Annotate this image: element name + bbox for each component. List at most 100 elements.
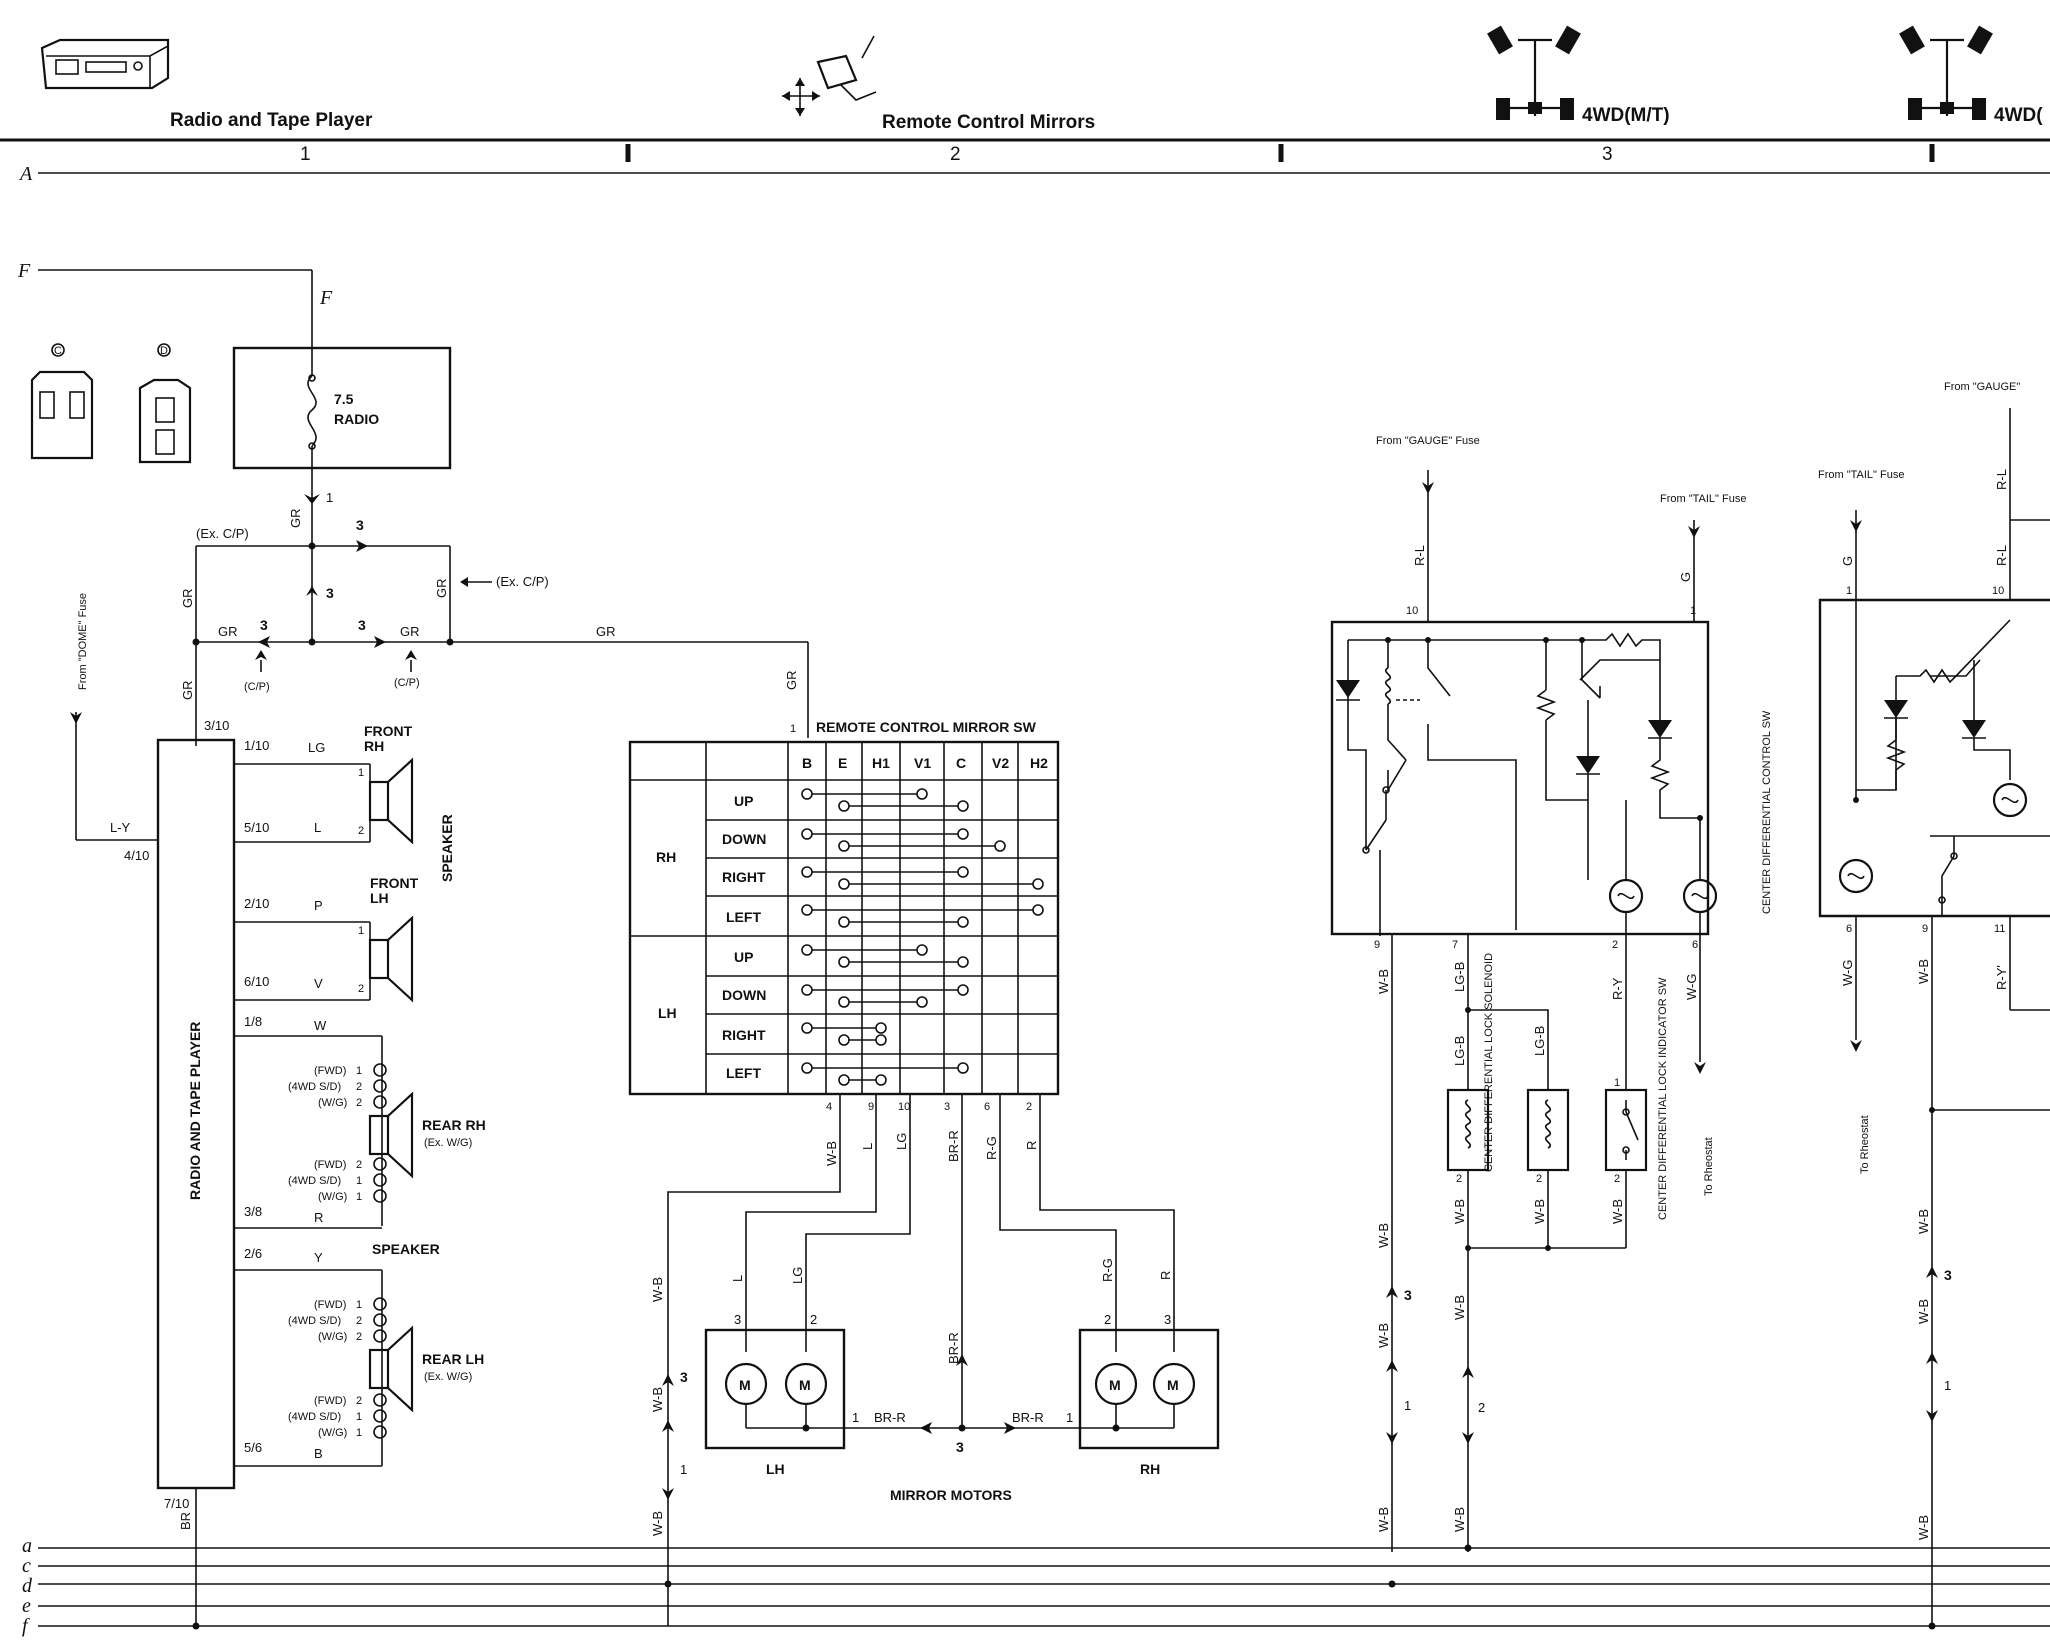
svg-text:(W/G): (W/G) [318,1191,347,1203]
svg-text:M: M [1109,1377,1121,1393]
svg-text:CENTER DIFFERENTIAL CONTROL SW: CENTER DIFFERENTIAL CONTROL SW [1761,710,1773,914]
radio-tape-player-icon [40,38,170,90]
connector-c: C [30,343,94,460]
svg-text:W-B: W-B [650,1387,665,1412]
svg-text:G: G [1678,572,1693,582]
svg-text:L: L [860,1143,875,1150]
fuse-box [232,346,452,470]
svg-text:(W/G): (W/G) [318,1427,347,1439]
svg-text:2: 2 [356,1159,362,1171]
svg-text:RIGHT: RIGHT [722,1027,766,1043]
switch-contact [801,1022,813,1034]
svg-text:GR: GR [784,671,799,691]
switch-contact [1032,904,1044,916]
switch-contact [838,1074,850,1086]
svg-text:6: 6 [1846,923,1852,935]
front-rh-speaker [368,757,414,845]
solenoid-label: CENTER DIFFERENTIAL LOCK SOLENOID [1483,953,1495,1172]
svg-text:GR: GR [288,509,303,529]
svg-text:2: 2 [1536,1173,1542,1185]
svg-text:6: 6 [984,1101,990,1113]
mirror-motors-label: MIRROR MOTORS [890,1487,1012,1503]
svg-text:11: 11 [1994,923,2005,935]
svg-text:(W/G): (W/G) [318,1097,347,1109]
svg-text:P: P [314,898,323,913]
svg-text:1: 1 [790,723,796,735]
svg-text:GR: GR [218,624,238,639]
svg-text:(Ex. C/P): (Ex. C/P) [196,526,249,541]
svg-text:LG-B: LG-B [1452,1036,1467,1066]
svg-text:10: 10 [898,1101,910,1113]
4wd-drivetrain-icon [1487,25,1581,120]
switch-contact [801,1062,813,1074]
svg-text:(C/P): (C/P) [244,681,270,693]
svg-text:V1: V1 [914,755,931,771]
svg-text:R: R [1024,1141,1039,1150]
rh-motor-label: RH [1140,1461,1160,1477]
switch-contact [1032,878,1044,890]
radio-unit-label: RADIO AND TAPE PLAYER [187,1022,203,1200]
svg-text:W-B: W-B [1916,1209,1931,1234]
svg-text:2: 2 [1612,939,1618,951]
svg-text:W-B: W-B [1610,1199,1625,1224]
svg-text:To Rheostat: To Rheostat [1859,1115,1871,1174]
switch-contact [838,916,850,928]
svg-text:R: R [314,1210,323,1225]
mirror-switch-connections [801,788,1044,1086]
svg-text:1: 1 [1066,1410,1073,1425]
switch-contact [801,904,813,916]
svg-text:W-B: W-B [1532,1199,1547,1224]
svg-text:L: L [730,1275,745,1282]
switch-contact [916,788,928,800]
svg-text:1: 1 [1690,605,1696,617]
svg-text:GR: GR [180,681,195,701]
svg-text:(FWD): (FWD) [314,1065,346,1077]
svg-text:LEFT: LEFT [726,909,761,925]
svg-text:FRONT: FRONT [370,875,419,891]
svg-text:2: 2 [1456,1173,1462,1185]
switch-contact [957,916,969,928]
svg-text:LG-B: LG-B [1452,962,1467,992]
indicator-switch-label: CENTER DIFFERENTIAL LOCK INDICATOR SW [1657,977,1669,1220]
connector-d: D [138,343,192,464]
svg-text:(4WD S/D): (4WD S/D) [288,1175,341,1187]
svg-text:3: 3 [356,517,364,533]
svg-text:2: 2 [358,983,364,995]
svg-text:1: 1 [356,1065,362,1077]
svg-text:W-B: W-B [1452,1295,1467,1320]
svg-text:C: C [956,755,966,771]
fuse-rating: 7.5 [334,391,354,407]
svg-text:9: 9 [1922,923,1928,935]
svg-text:LEFT: LEFT [726,1065,761,1081]
svg-text:H2: H2 [1030,755,1048,771]
section-2-title: Remote Control Mirrors [882,112,1095,133]
svg-text:2: 2 [356,1331,362,1343]
svg-text:(Ex. W/G): (Ex. W/G) [424,1137,472,1149]
svg-text:SPEAKER: SPEAKER [439,814,455,882]
svg-text:1: 1 [1614,1077,1620,1089]
right-partial-circuit: From "GAUGE" R-L R-L 10 From "TAIL" Fuse… [1818,381,2050,1630]
svg-text:R-L: R-L [1412,545,1427,566]
svg-text:W-B: W-B [1376,1323,1391,1348]
switch-contact [916,996,928,1008]
svg-text:(FWD): (FWD) [314,1159,346,1171]
svg-text:1/10: 1/10 [244,738,269,753]
indicator-lamp-icon [1608,878,1644,914]
svg-text:BR-R: BR-R [1012,1410,1044,1425]
svg-text:To Rheostat: To Rheostat [1703,1137,1715,1196]
switch-contact [838,840,850,852]
svg-text:GR: GR [400,624,420,639]
motor-icon: M [784,1330,828,1428]
svg-text:L: L [314,820,321,835]
svg-text:2: 2 [1614,1173,1620,1185]
svg-text:10: 10 [1406,605,1418,617]
svg-text:2: 2 [810,1312,817,1327]
switch-contact [957,800,969,812]
svg-text:H1: H1 [872,755,890,771]
svg-text:LH: LH [658,1005,677,1021]
switch-contact [838,1034,850,1046]
section-1-title: Radio and Tape Player [170,110,373,131]
svg-text:3: 3 [326,585,334,601]
svg-text:3: 3 [1164,1312,1171,1327]
svg-text:From "DOME" Fuse: From "DOME" Fuse [77,593,89,690]
